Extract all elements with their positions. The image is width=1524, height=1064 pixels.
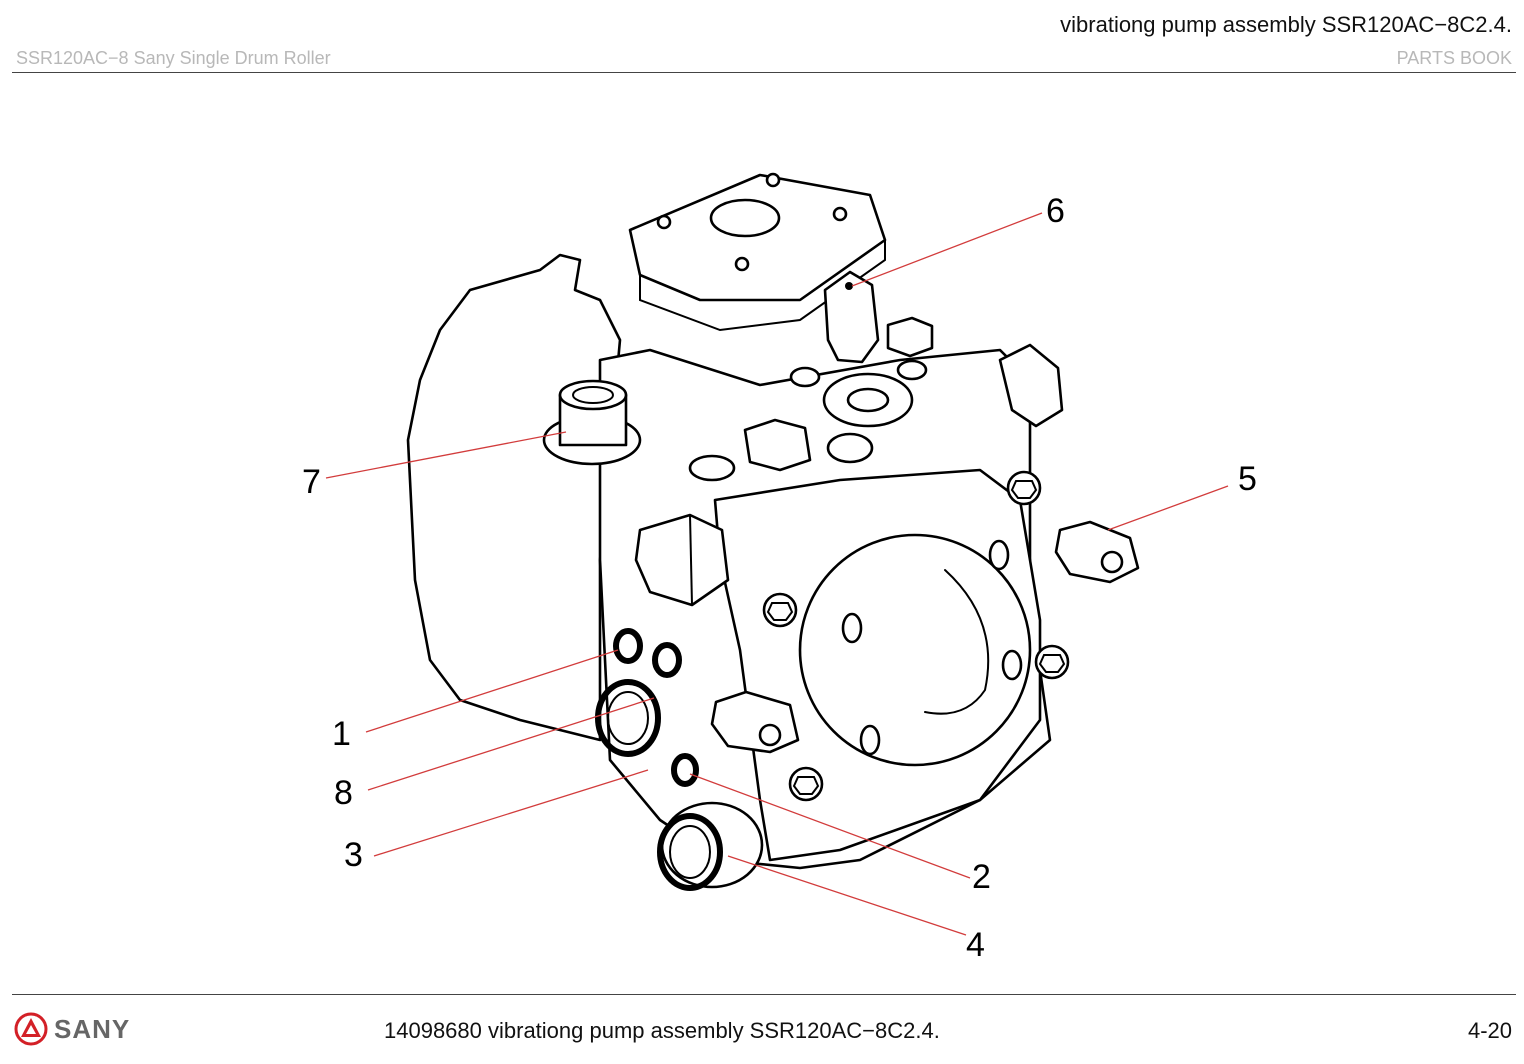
machine-model-label: SSR120AC−8 Sany Single Drum Roller bbox=[16, 48, 331, 68]
solenoid-end bbox=[1100, 550, 1124, 574]
flange-bolt-hole bbox=[765, 172, 781, 188]
part-8-seal-ring bbox=[595, 679, 661, 757]
footer-part-description: 14098680 vibrationg pump assembly SSR120… bbox=[384, 1018, 940, 1043]
hex-bolt bbox=[788, 766, 824, 802]
leader-3 bbox=[373, 769, 649, 857]
side-hex-plug bbox=[998, 343, 1064, 428]
cover-hole bbox=[859, 724, 881, 756]
flange-bolt-hole bbox=[832, 206, 848, 222]
leader-2 bbox=[689, 773, 971, 879]
callout-3: 3 bbox=[344, 836, 363, 874]
hex-plug-edge bbox=[689, 514, 693, 606]
part-2-o-ring bbox=[671, 753, 699, 787]
leader-6 bbox=[851, 212, 1043, 287]
small-fitting bbox=[896, 359, 928, 381]
sany-logo: SANY bbox=[14, 1012, 130, 1046]
flange-bolt-hole bbox=[656, 214, 672, 230]
part-5-solenoid bbox=[1054, 520, 1140, 584]
top-flange-bore bbox=[709, 198, 781, 238]
small-fitting bbox=[789, 366, 821, 388]
round-cap-socket bbox=[846, 387, 890, 413]
lower-solenoid-end bbox=[758, 723, 782, 747]
hex-plug bbox=[634, 513, 730, 607]
sany-logo-icon bbox=[14, 1012, 48, 1046]
flange-bolt-hole bbox=[734, 256, 750, 272]
top-flange-side bbox=[639, 239, 886, 332]
leader-4 bbox=[727, 855, 967, 936]
cover-arc bbox=[924, 569, 990, 715]
small-fitting bbox=[826, 432, 874, 464]
valve-tip bbox=[845, 282, 853, 290]
leader-1 bbox=[365, 649, 619, 733]
callout-6: 6 bbox=[1046, 192, 1065, 230]
callout-7: 7 bbox=[302, 463, 321, 501]
part-6-valve bbox=[823, 270, 880, 364]
cover-hole bbox=[841, 612, 863, 644]
part-7-fitting bbox=[542, 379, 642, 466]
leader-8 bbox=[367, 697, 655, 791]
top-hex-plug bbox=[743, 418, 812, 472]
hex-bolt bbox=[762, 592, 798, 628]
cover-hole bbox=[988, 539, 1010, 571]
callout-2: 2 bbox=[972, 858, 991, 896]
leader-7 bbox=[325, 431, 567, 479]
hex-bolt bbox=[1006, 470, 1042, 506]
page-number: 4-20 bbox=[1467, 1018, 1512, 1043]
callout-1: 1 bbox=[332, 715, 351, 753]
callout-5: 5 bbox=[1238, 460, 1257, 498]
hex-bolt bbox=[1034, 644, 1070, 680]
pump-housing-left bbox=[406, 253, 622, 742]
header-divider bbox=[12, 72, 1516, 73]
cover-face bbox=[798, 533, 1032, 767]
cover-hole bbox=[1001, 649, 1023, 681]
o-ring bbox=[652, 642, 682, 678]
callout-4: 4 bbox=[966, 926, 985, 964]
small-fitting bbox=[688, 454, 736, 482]
document-title: vibrationg pump assembly SSR120AC−8C2.4. bbox=[1060, 12, 1512, 37]
callout-8: 8 bbox=[334, 774, 353, 812]
part-1-o-ring bbox=[613, 628, 643, 664]
sany-logo-text: SANY bbox=[54, 1013, 131, 1044]
top-hex-plug bbox=[886, 316, 934, 358]
part-4-seal-ring bbox=[657, 801, 764, 891]
parts-book-label: PARTS BOOK bbox=[1396, 48, 1512, 68]
footer-divider bbox=[12, 994, 1516, 995]
leader-5 bbox=[1107, 485, 1229, 531]
